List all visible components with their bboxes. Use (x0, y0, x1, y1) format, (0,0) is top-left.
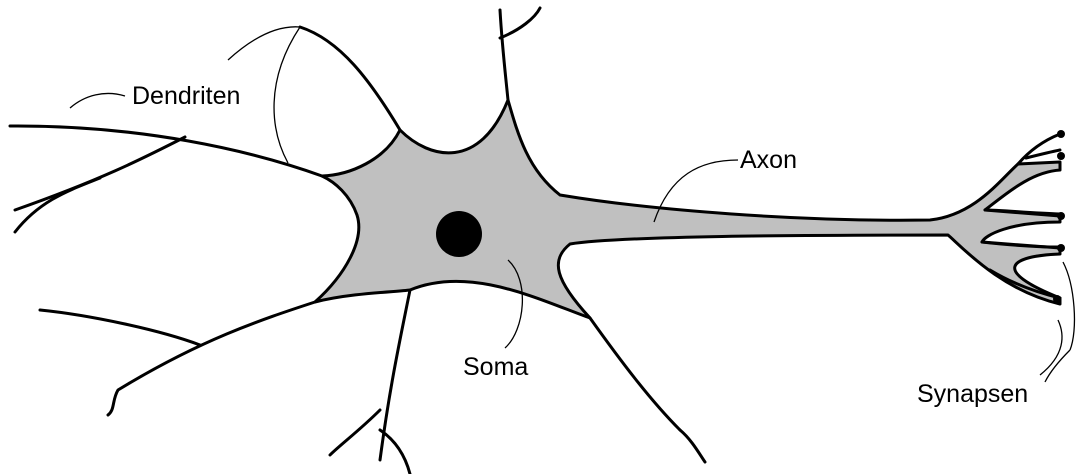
nucleus (436, 211, 482, 257)
soma-body (315, 100, 1060, 318)
label-dendrites: Dendriten (132, 84, 240, 109)
label-axon: Axon (740, 148, 797, 173)
label-soma: Soma (463, 355, 528, 380)
label-synapses: Synapsen (917, 382, 1028, 407)
